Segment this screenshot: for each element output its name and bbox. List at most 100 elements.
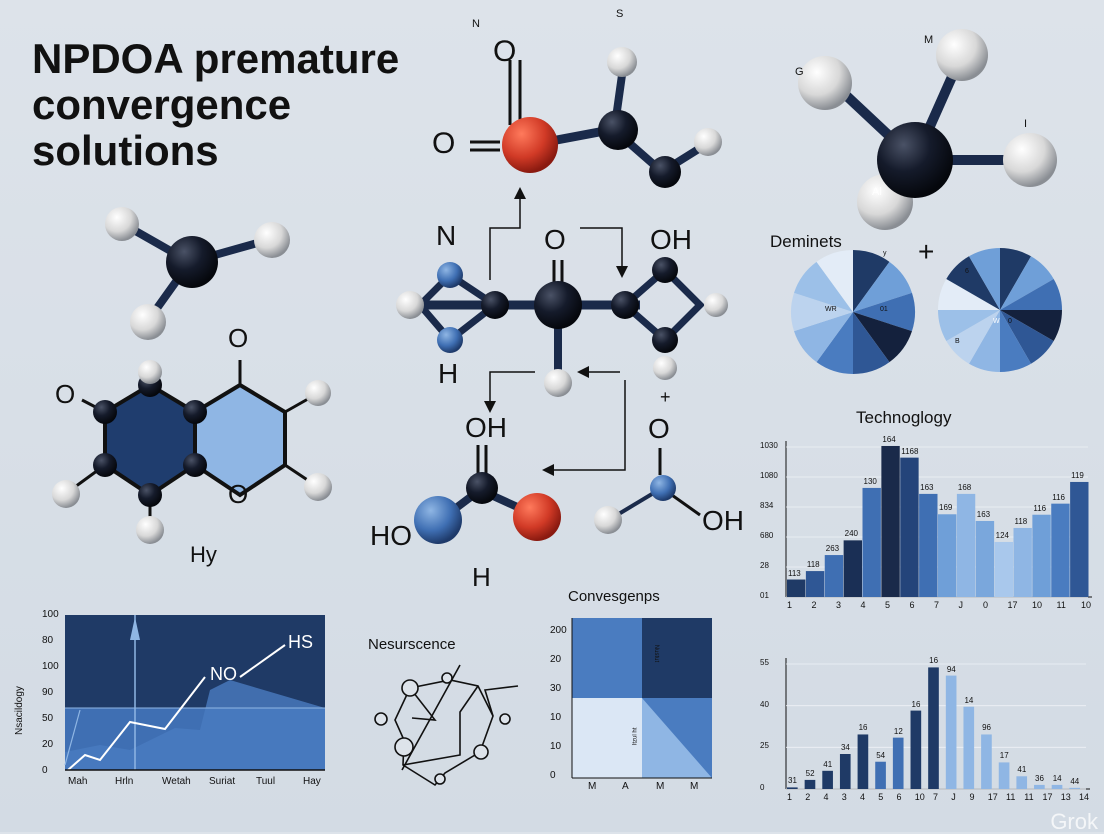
bar — [822, 770, 833, 789]
atom-label: G — [795, 66, 804, 78]
bar — [963, 706, 975, 789]
chart-title: Technoglogy — [856, 408, 952, 427]
molecule-top-center — [470, 47, 722, 280]
x-tick-label: 3 — [836, 600, 842, 610]
bar-data-label: 163 — [920, 482, 934, 492]
x-tick-label: Hrln — [115, 776, 134, 787]
bar — [928, 667, 939, 789]
pie-slice — [794, 312, 853, 363]
bar-data-label: 113 — [788, 568, 801, 578]
atom-label: O — [228, 323, 249, 353]
atom-label: H — [472, 562, 491, 592]
molecule-lower-center — [414, 380, 701, 544]
pie-slice — [1000, 248, 1031, 310]
bar — [994, 541, 1013, 597]
pie-slice — [853, 292, 915, 332]
pie-slice — [853, 250, 890, 312]
atom-label: O — [493, 35, 517, 68]
pie-slice — [938, 279, 1000, 310]
page-title: NPDOA premature convergence solutions — [32, 35, 400, 174]
bar — [956, 493, 976, 597]
x-tick-label: 7 — [934, 600, 940, 610]
bar — [910, 710, 922, 789]
x-tick-label: 6 — [909, 600, 915, 610]
x-tick-label: Wetah — [162, 776, 191, 787]
bar — [1051, 503, 1070, 597]
bar-data-label: 1168 — [901, 446, 919, 456]
y-tick-label: 0 — [42, 765, 48, 776]
bar-data-label: 41 — [1017, 765, 1027, 775]
atom-label: I — [1024, 118, 1028, 130]
pie-slice — [853, 261, 912, 312]
pie-chart-left — [791, 250, 915, 374]
bar-data-label: 263 — [825, 544, 840, 554]
bar-data-label: 16 — [858, 723, 868, 733]
atom-label: O — [432, 127, 456, 160]
y-tick-label: 834 — [760, 501, 774, 510]
bar — [824, 555, 844, 597]
atom-label: Al — [872, 186, 882, 198]
x-tick-label: 0 — [983, 600, 989, 610]
bar-data-label: 168 — [957, 482, 972, 492]
molecule-center — [396, 227, 728, 413]
bar-data-label: 17 — [999, 751, 1009, 761]
bar — [1051, 784, 1063, 789]
pie-slice — [969, 248, 1000, 310]
y-tick-label: 10 — [550, 712, 562, 723]
bar — [975, 520, 995, 597]
x-tick-label: 3 — [841, 792, 847, 802]
x-tick-label: 2 — [811, 600, 817, 610]
bar — [945, 675, 957, 789]
chart-title: Convesgenps — [568, 588, 660, 605]
pie-slice — [1000, 256, 1054, 310]
x-tick-label: 1 — [787, 600, 793, 610]
pie-slice-label: W — [993, 318, 1000, 325]
atom-label: OH — [650, 224, 692, 255]
x-tick-label: Mah — [68, 776, 88, 787]
y-axis-label: Nsacildogy — [14, 686, 25, 735]
x-tick-label: 4 — [860, 792, 866, 802]
x-tick-label: 4 — [823, 792, 829, 802]
y-tick-label: 90 — [42, 687, 54, 698]
atom-label: O — [544, 224, 566, 255]
atom-label: M — [924, 34, 934, 46]
bar-data-label: 119 — [1071, 470, 1084, 480]
bar — [900, 457, 919, 597]
bar-data-label: 44 — [1070, 776, 1080, 786]
pie-slice-label: 0 — [1008, 318, 1012, 325]
pie-slice — [946, 256, 1000, 310]
x-tick-label: 11 — [1056, 600, 1066, 610]
pie-slice — [794, 261, 853, 312]
y-tick-label: 680 — [760, 531, 774, 540]
y-tick-label: 200 — [550, 625, 567, 636]
annotation: HS — [288, 632, 314, 652]
bar-data-label: 96 — [982, 723, 992, 733]
y-tick-label: 20 — [42, 739, 54, 750]
y-tick-label: 50 — [42, 713, 54, 724]
bar-data-label: 118 — [1014, 516, 1028, 526]
pie-slice — [938, 310, 1000, 341]
atom-label: OH — [702, 505, 744, 536]
y-tick-label: 55 — [760, 658, 769, 667]
y-tick-label: 20 — [550, 654, 562, 665]
bar-data-label: 163 — [976, 509, 991, 519]
y-tick-label: 1030 — [760, 441, 778, 450]
x-tick-label: 5 — [878, 792, 884, 802]
molecule-left-small — [105, 207, 290, 340]
x-tick-label: Hay — [303, 776, 321, 787]
atom-label: HO — [370, 520, 412, 551]
bar — [862, 487, 881, 597]
pie-slice — [946, 310, 1000, 364]
y-tick-label: 80 — [42, 635, 54, 646]
atom-label: S — [616, 8, 624, 20]
x-tick-label: 9 — [969, 792, 975, 802]
pie-slice-label: B — [955, 338, 960, 345]
bar — [1069, 787, 1080, 789]
bar — [1070, 481, 1089, 597]
x-tick-label: Tuul — [256, 776, 276, 787]
x-tick-label: 4 — [860, 600, 866, 610]
y-tick-label: 10 — [550, 741, 562, 752]
y-tick-label: 40 — [760, 699, 769, 709]
pie-slice — [853, 312, 890, 374]
